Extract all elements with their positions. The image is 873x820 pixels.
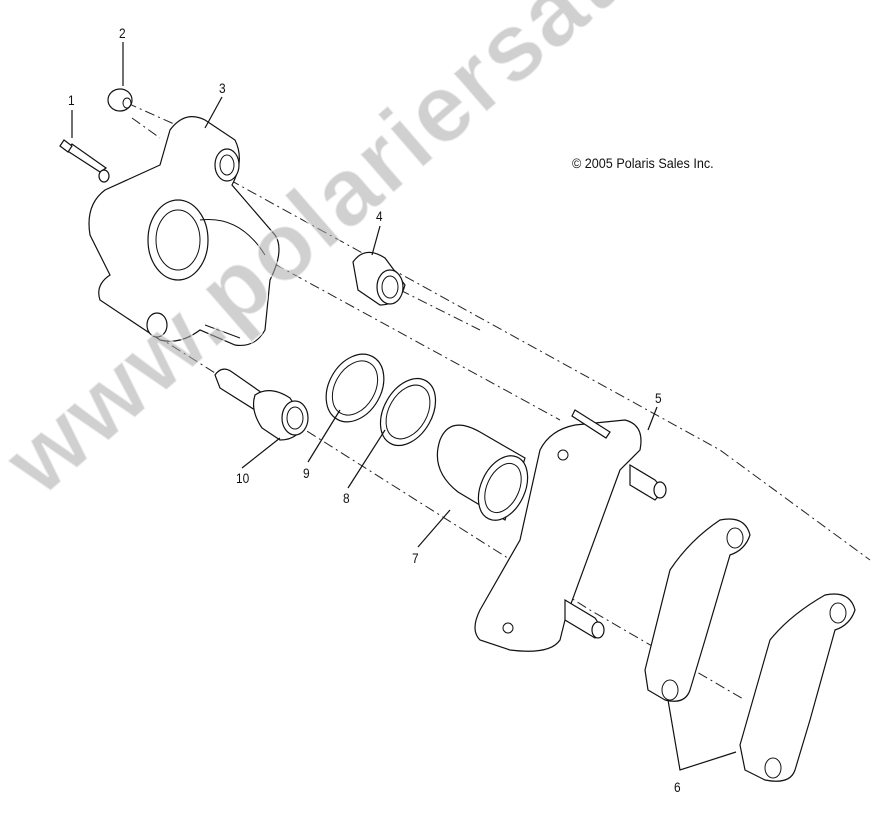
callout-9: 9 <box>303 465 310 481</box>
leader-9 <box>307 409 341 463</box>
callout-3: 3 <box>219 80 226 96</box>
caliper-bracket-part <box>474 409 667 652</box>
dust-seal-part <box>379 377 437 447</box>
brake-pad-inner <box>644 518 751 702</box>
callout-1: 1 <box>68 92 75 108</box>
leader-4 <box>371 225 381 256</box>
callout-4: 4 <box>376 208 383 224</box>
leader-3 <box>204 96 223 129</box>
leader-8 <box>347 429 386 489</box>
callout-8: 8 <box>343 490 350 506</box>
axis-piston <box>239 244 561 421</box>
piston-part <box>436 424 529 521</box>
axis-bleeder <box>131 117 161 139</box>
bleeder-screw-part <box>59 139 110 183</box>
caliper-housing-part <box>88 116 280 347</box>
leader-10 <box>241 437 281 469</box>
leader-5 <box>647 406 658 431</box>
bleeder-cap-part <box>107 88 133 112</box>
boot-upper-part <box>352 251 406 306</box>
callout-7: 7 <box>412 550 419 566</box>
callout-6: 6 <box>674 779 681 795</box>
copyright-notice: © 2005 Polaris Sales Inc. <box>572 155 714 171</box>
guide-pin-part <box>214 368 309 441</box>
callout-2: 2 <box>119 25 126 41</box>
axis-boot <box>399 289 481 331</box>
leader-7 <box>417 509 451 548</box>
callout-10: 10 <box>236 470 250 486</box>
callout-5: 5 <box>655 390 662 406</box>
piston-seal-part <box>325 353 385 423</box>
leader-6 <box>667 699 737 771</box>
brake-pad-outer <box>739 593 856 782</box>
